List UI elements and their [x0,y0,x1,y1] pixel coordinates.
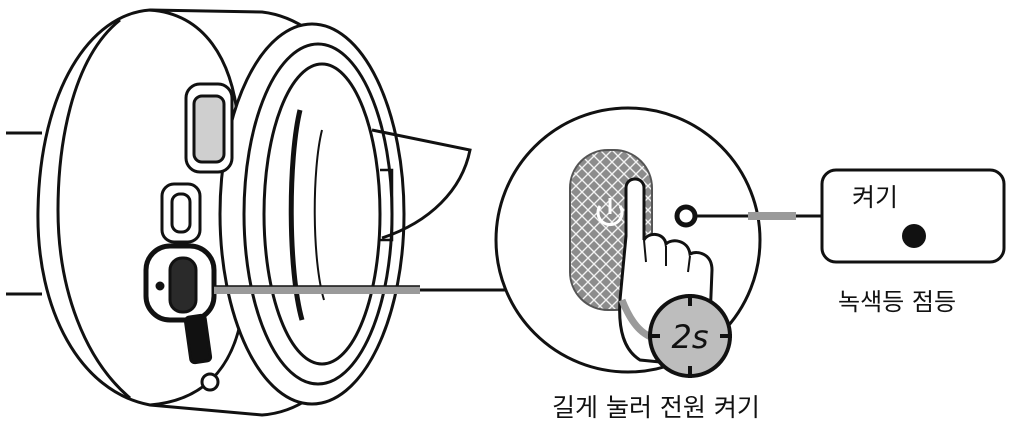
led-indicator-icon [674,204,698,228]
hold-time-label: 2s [671,318,708,356]
green-led-dot-icon [902,224,926,248]
main-caption: 길게 눌러 전원 켜기 [552,393,760,422]
power-symbol-icon [596,198,624,227]
leader-line [214,285,520,294]
headband-stubs [6,131,42,296]
timer-2s-icon: 2s [648,294,732,378]
zoom-circle: 2s [494,106,762,378]
led-caption: 녹색등 점등 [838,288,957,316]
led-box-title: 켜기 [852,183,899,212]
headphone-earcup [36,8,472,417]
led-state-box [820,168,1006,264]
